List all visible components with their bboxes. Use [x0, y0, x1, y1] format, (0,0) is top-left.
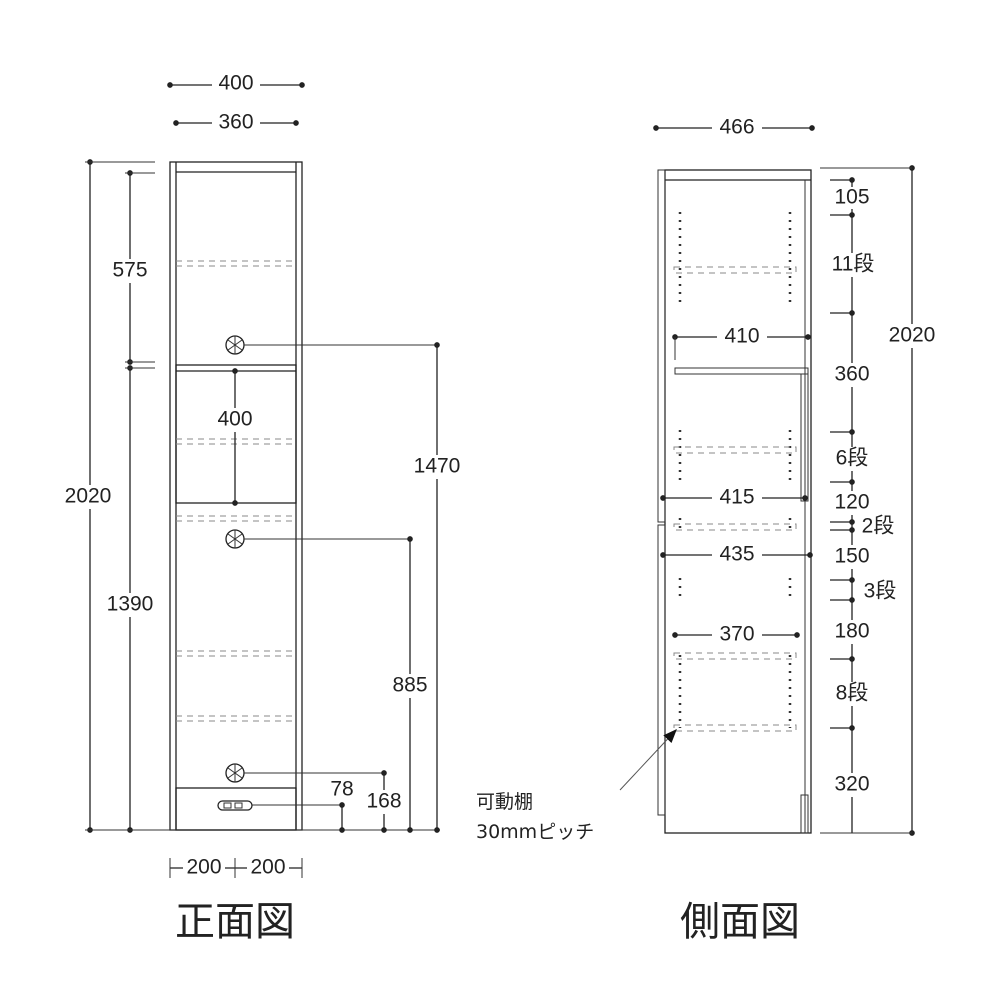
- dim-upper-section: 575: [112, 259, 147, 282]
- dim-half-left: 200: [186, 856, 221, 879]
- dim-lower-section: 1390: [107, 593, 154, 616]
- dim-top-offset: 105: [834, 186, 869, 209]
- side-adjustable-shelves: [673, 266, 797, 732]
- front-adjustable-shelves: [176, 260, 296, 722]
- side-dimension-lines: [653, 125, 915, 836]
- dim-section-120: 120: [834, 491, 869, 514]
- dim-section-360: 360: [834, 363, 869, 386]
- dim-niche-height: 400: [217, 408, 252, 431]
- leader-arrow-icon: [619, 728, 677, 791]
- cable-grommet-icon: [225, 529, 245, 549]
- dim-middle-depth: 415: [719, 486, 754, 509]
- front-cabinet-outline: [169, 161, 303, 831]
- dim-height-total: 2020: [65, 485, 112, 508]
- dim-lower-depth: 370: [719, 623, 754, 646]
- label-steps-3: 3段: [864, 580, 897, 603]
- label-lower-steps: 8段: [836, 682, 869, 705]
- dim-grommet-middle: 885: [392, 674, 427, 697]
- label-middle-steps: 6段: [836, 447, 869, 470]
- side-view: 466 2020 410 415 435 370 105 11段 360 6段 …: [476, 116, 940, 945]
- dim-outlet-height: 78: [330, 778, 353, 801]
- bottom-drawer-panel: [175, 787, 297, 831]
- dim-side-height-total: 2020: [889, 324, 936, 347]
- dim-section-180: 180: [834, 620, 869, 643]
- front-dimension-lines: [85, 82, 440, 878]
- note-pitch: 30mmピッチ: [476, 821, 594, 843]
- cable-grommet-icon: [225, 763, 245, 783]
- cable-grommet-icon: [225, 335, 245, 355]
- side-view-title: 側面図: [680, 899, 800, 945]
- shelf-pin-holes: [678, 212, 792, 728]
- upper-door-edge: [657, 169, 666, 523]
- dim-upper-depth: 410: [724, 325, 759, 348]
- power-outlet-icon: [217, 800, 253, 811]
- dim-half-right: 200: [250, 856, 285, 879]
- dim-grommet-lower: 168: [366, 790, 401, 813]
- label-upper-steps: 11段: [832, 253, 875, 276]
- dim-counter-depth: 435: [719, 543, 754, 566]
- dim-base-height: 320: [834, 773, 869, 796]
- niche-box: [175, 364, 297, 504]
- dim-grommet-upper: 1470: [414, 455, 461, 478]
- dim-width-inner: 360: [218, 111, 253, 134]
- front-view: 400 360 2020 575 1390 400 1470 885 168 7…: [62, 72, 464, 945]
- fixed-shelf: [674, 367, 809, 375]
- lower-door-edge: [657, 524, 666, 816]
- side-dimension-ticks: [820, 177, 912, 834]
- side-cabinet-outline: [657, 169, 812, 834]
- dim-depth-total: 466: [719, 116, 754, 139]
- dim-width-outer: 400: [218, 72, 253, 95]
- note-adjustable-shelf: 可動棚: [476, 791, 533, 813]
- side-height-labels: 105 11段 360 6段 120 2段 150 3段 180 8段 320: [825, 186, 896, 797]
- label-steps-2: 2段: [862, 515, 895, 538]
- front-view-title: 正面図: [175, 899, 295, 945]
- dim-section-150: 150: [834, 545, 869, 568]
